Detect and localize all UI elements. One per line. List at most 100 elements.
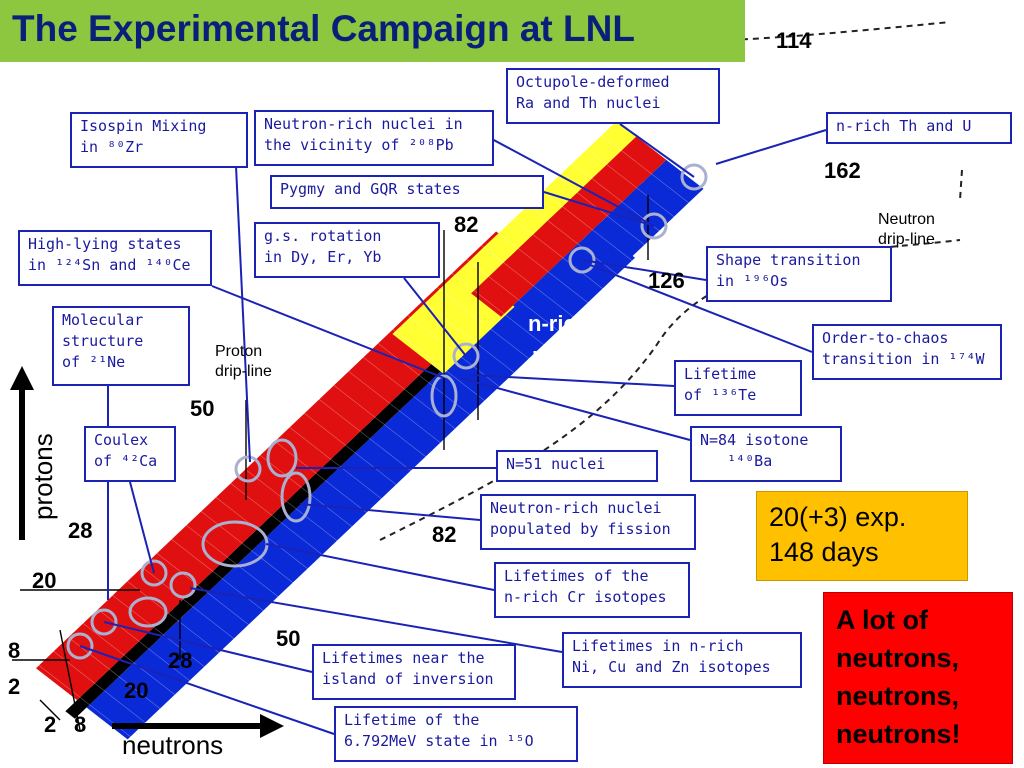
label-th-u-line1: n-rich Th and U [836, 117, 972, 135]
highlight-circle [66, 632, 94, 660]
grid-line [435, 285, 531, 361]
label-isospin-line1: Isospin Mixing [80, 117, 207, 135]
grid-line [140, 565, 236, 641]
grid-line [479, 243, 575, 319]
label-th-u: n-rich Th and U [826, 112, 1012, 144]
label-15o-line2: 6.792MeV state in ¹⁵O [344, 732, 534, 750]
label-fission-line2: populated by fission [490, 520, 671, 538]
neutrons-line1: A lot of [836, 605, 928, 635]
label-isospin-mixing: Isospin Mixing in ⁸⁰Zr [70, 112, 248, 168]
drip-lines [379, 21, 963, 541]
upper-dripline-curve [719, 21, 951, 41]
connector-lines [79, 123, 827, 735]
grid-line [464, 257, 561, 333]
magic-82-protons: 82 [454, 212, 479, 237]
highlight-circle [568, 246, 596, 274]
grid-line [155, 551, 251, 627]
label-lifetime-136te: Lifetime of ¹³⁶Te [674, 360, 802, 416]
grid-line [553, 173, 649, 249]
x-axis-label: neutrons [122, 730, 224, 760]
grid-line [273, 439, 369, 515]
label-n84-line1: N=84 isotone [700, 431, 809, 449]
y-axis-label: protons [28, 433, 58, 520]
highlight-circle [680, 163, 708, 191]
grid-line [184, 523, 280, 599]
grid-line [597, 131, 693, 207]
connector-line [299, 503, 481, 521]
label-136te-line1: Lifetime [684, 365, 757, 383]
nuclei-label: nuclei [532, 343, 596, 368]
magic-guide-line [39, 699, 61, 721]
label-15o: Lifetime of the 6.792MeV state in ¹⁵O [334, 706, 578, 762]
label-fission-line1: Neutron-rich nuclei [490, 499, 662, 517]
nuclide-grid [22, 131, 693, 753]
connector-line [403, 277, 467, 357]
label-isospin-line2: in ⁸⁰Zr [80, 138, 144, 156]
label-octupole-line1: Octupole-deformed [516, 73, 670, 91]
label-order-line1: Order-to-chaos [822, 329, 949, 347]
label-high-lying: High-lying states in ¹²⁴Sn and ¹⁴⁰Ce [18, 230, 212, 286]
label-n84: N=84 isotone ¹⁴⁰Ba [690, 426, 842, 482]
experiment-count: 20(+3) exp. [769, 502, 907, 532]
connector-line [189, 587, 563, 653]
connector-line [129, 481, 155, 574]
connector-line [211, 285, 445, 379]
label-15o-line1: Lifetime of the [344, 711, 480, 729]
grid-line [420, 299, 516, 375]
connector-line [715, 129, 827, 165]
label-coulex-line1: Coulex [94, 431, 149, 449]
grid-line [22, 677, 118, 753]
grid-line [450, 271, 546, 347]
grid-line [361, 355, 457, 431]
connector-line [103, 621, 313, 673]
magic-guide-line [59, 629, 81, 731]
grid-line [81, 621, 177, 697]
dripline-tail [959, 169, 963, 201]
neutrons-box: A lot of neutrons, neutrons, neutrons! [823, 592, 1013, 764]
neutrons-line3: neutrons, [836, 681, 960, 711]
heavy-red-band [471, 136, 667, 317]
proton-dripline-label: Proton drip-line [215, 343, 272, 380]
grid-line [66, 635, 162, 711]
neutrons-line2: neutrons, [836, 643, 960, 673]
label-molecular-line3: of ²¹Ne [62, 353, 126, 371]
nuclide-bands [36, 121, 704, 740]
grid-line [302, 411, 398, 487]
label-fission: Neutron-rich nuclei populated by fission [480, 494, 696, 550]
label-nicuzn-line1: Lifetimes in n-rich [572, 637, 744, 655]
label-molecular-line1: Molecular [62, 311, 144, 329]
connector-line [79, 645, 335, 735]
connector-line [619, 123, 695, 178]
connector-line [489, 137, 655, 227]
highlight-circle [234, 455, 262, 483]
label-pb208: Neutron-rich nuclei in the vicinity of ²… [254, 110, 494, 166]
grid-line [332, 383, 428, 459]
label-pb208-line1: Neutron-rich nuclei in [264, 115, 463, 133]
grid-line [125, 579, 221, 655]
highlight-circle [169, 571, 197, 599]
grid-line [258, 453, 354, 529]
x-axis-arrowhead [260, 714, 284, 738]
grid-line [346, 369, 443, 445]
label-gs-rotation: g.s. rotation in Dy, Er, Yb [254, 222, 440, 278]
experiment-count-box: 20(+3) exp. 148 days [756, 491, 968, 581]
grid-line [110, 593, 207, 669]
label-shape-line1: Shape transition [716, 251, 861, 269]
label-pygmy: Pygmy and GQR states [270, 175, 544, 209]
highlight-circle [280, 471, 312, 523]
page-title: The Experimental Campaign at LNL [12, 8, 635, 49]
magic-126: 126 [648, 268, 685, 293]
label-shape-line2: in ¹⁹⁶Os [716, 272, 789, 290]
label-island-inversion: Lifetimes near the island of inversion [312, 644, 516, 700]
title-bar: The Experimental Campaign at LNL [0, 0, 745, 62]
nrich-label: n-rich [528, 311, 590, 336]
highlight-circles [66, 163, 708, 660]
label-order-line2: transition in ¹⁷⁴W [822, 350, 985, 368]
label-coulex: Coulex of ⁴²Ca [84, 426, 176, 482]
y-axis-arrowhead [10, 366, 34, 390]
label-cr-line1: Lifetimes of the [504, 567, 649, 585]
label-nicuzn-line2: Ni, Cu and Zn isotopes [572, 658, 771, 676]
neutrons-line4: neutrons! [836, 719, 961, 749]
grid-line [228, 481, 325, 557]
